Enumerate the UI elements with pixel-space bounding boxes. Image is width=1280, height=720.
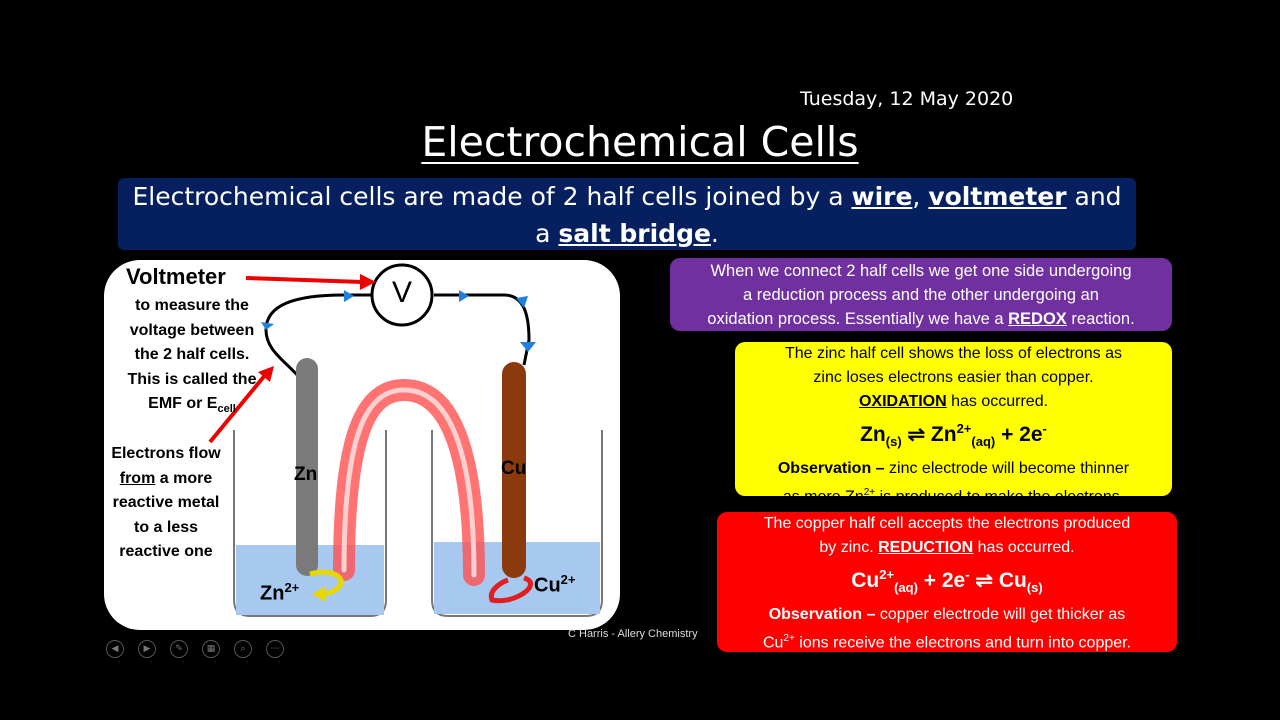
voltmeter-title: Voltmeter — [126, 264, 226, 289]
next-icon[interactable]: ▶ — [138, 640, 156, 658]
oxidation-term: OXIDATION — [858, 393, 947, 410]
emf-pointer — [208, 372, 268, 444]
pen-icon[interactable]: ✎ — [170, 640, 188, 658]
reduction-box: The copper half cell accepts the electro… — [717, 512, 1177, 652]
salt-bridge-term: salt bridge — [558, 219, 711, 248]
zn-electrode-label: Zn — [294, 464, 318, 485]
voltmeter-desc: to measure the voltage between the 2 hal… — [127, 297, 257, 416]
cell-diagram: V Voltmeter to measure the voltage betwe… — [104, 260, 620, 630]
redox-box: When we connect 2 half cells we get one … — [670, 258, 1172, 331]
prev-icon[interactable]: ◀ — [106, 640, 124, 658]
electron-arrow-3 — [459, 290, 469, 302]
oxidation-equation: Zn(s) ⇌ Zn2+(aq) + 2e- — [860, 421, 1047, 450]
zn-beaker — [233, 430, 387, 617]
oxidation-box: The zinc half cell shows the loss of ele… — [735, 342, 1172, 506]
zn-ion-arrow — [309, 569, 344, 597]
cu-electrode — [502, 362, 526, 578]
electron-arrow-5 — [520, 342, 536, 352]
electron-arrow-1 — [261, 322, 274, 330]
reduction-term: REDUCTION — [878, 539, 974, 556]
slide-title: Electrochemical Cells — [421, 118, 859, 166]
voltmeter-pointer — [245, 276, 363, 284]
slides-icon[interactable]: ▦ — [202, 640, 220, 658]
electron-arrow-2 — [344, 290, 354, 302]
definition-banner: Electrochemical cells are made of 2 half… — [118, 178, 1136, 250]
reduction-equation: Cu2+(aq) + 2e- ⇌ Cu(s) — [851, 567, 1043, 596]
cu-ion-arrow — [488, 575, 534, 604]
voltmeter-v-label: V — [391, 276, 412, 309]
credit-text: C Harris - Allery Chemistry — [568, 628, 698, 640]
zoom-icon[interactable]: ⌕ — [234, 640, 252, 658]
cu-beaker — [431, 430, 603, 617]
slide-date: Tuesday, 12 May 2020 — [800, 88, 1014, 110]
cell-diagram-drawing — [208, 263, 603, 617]
electron-flow-desc: Electrons flow from a more reactive meta… — [111, 445, 221, 560]
wire-term: wire — [851, 182, 913, 211]
slideshow-controls: ◀ ▶ ✎ ▦ ⌕ ⋯ — [106, 640, 284, 658]
cu-ion-label: Cu2+ — [534, 572, 576, 597]
electron-arrow-4 — [516, 296, 528, 308]
cu-electrode-label: Cu — [501, 458, 527, 479]
zn-ion-label: Zn2+ — [260, 580, 300, 605]
zn-electrode — [296, 358, 318, 576]
voltmeter-term: voltmeter — [928, 182, 1067, 211]
voltmeter-symbol — [370, 263, 434, 327]
more-icon[interactable]: ⋯ — [266, 640, 284, 658]
redox-term: REDOX — [1008, 310, 1067, 328]
